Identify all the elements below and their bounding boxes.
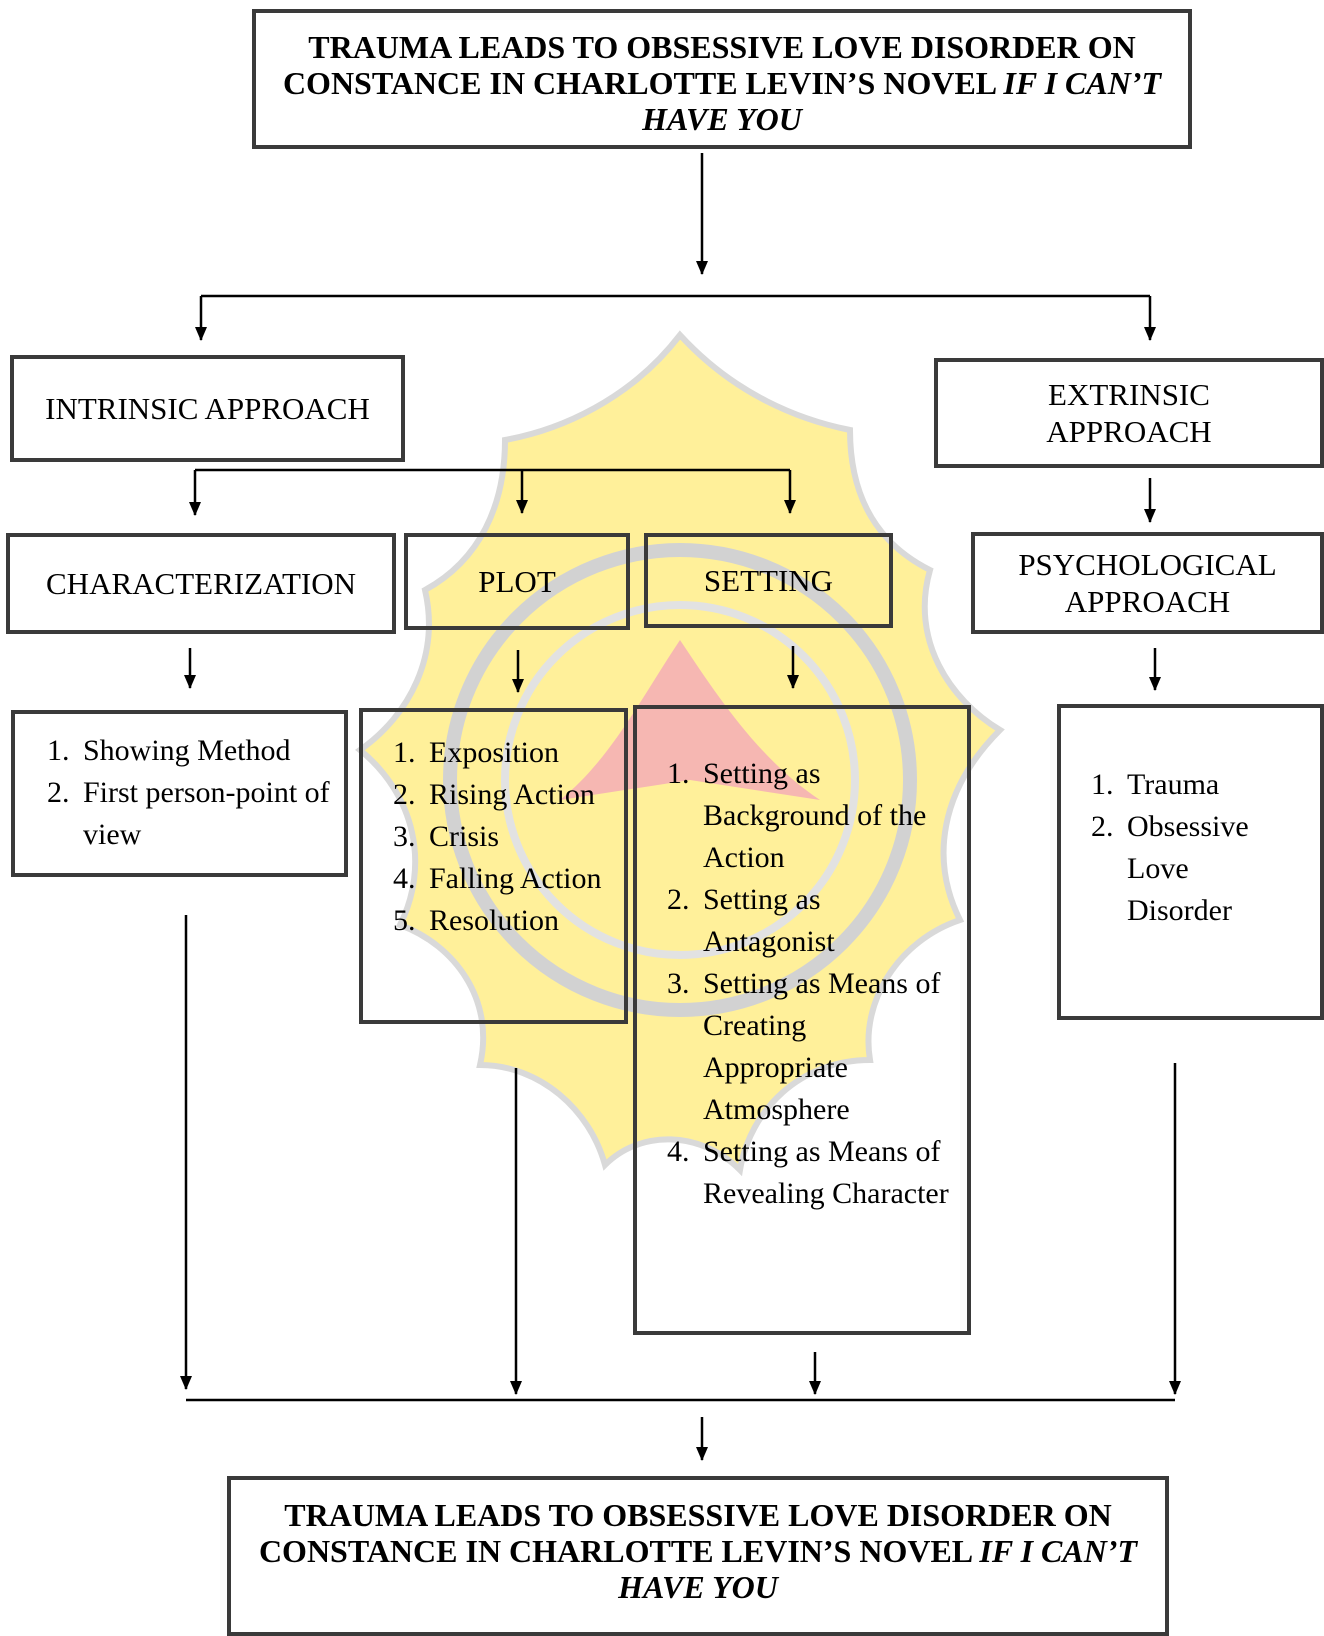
characterization-label: CHARACTERIZATION bbox=[46, 566, 356, 601]
title-line-3-italic: HAVE YOU bbox=[642, 101, 802, 137]
list-item: Trauma bbox=[1121, 764, 1270, 806]
title-line-2-normal: CONSTANCE IN CHARLOTTE LEVIN’S NOVEL bbox=[282, 65, 1004, 101]
list-item: Setting as Means of Creating Appropriate… bbox=[697, 963, 957, 1131]
list-item: Exposition bbox=[423, 732, 618, 774]
characterization-list: Showing Method First person-point of vie… bbox=[15, 730, 344, 856]
characterization-list-box: Showing Method First person-point of vie… bbox=[11, 710, 348, 877]
list-item: First person-point of view bbox=[77, 772, 336, 856]
extrinsic-approach-box: EXTRINSIC APPROACH bbox=[934, 358, 1324, 468]
list-item: Setting as Antagonist bbox=[697, 879, 957, 963]
list-item: Crisis bbox=[423, 816, 618, 858]
plot-label: PLOT bbox=[478, 564, 556, 599]
watermark-ring bbox=[443, 543, 917, 1017]
list-item: Setting as Background of the Action bbox=[697, 753, 957, 879]
psychological-approach-label-1: PSYCHOLOGICAL bbox=[1018, 547, 1277, 582]
title-line-2-italic: IF I CAN’T bbox=[1003, 65, 1162, 101]
plot-list: Exposition Rising Action Crisis Falling … bbox=[363, 732, 624, 942]
list-item: Falling Action bbox=[423, 858, 618, 900]
extrinsic-approach-label-1: EXTRINSIC bbox=[1048, 377, 1210, 412]
title-box: TRAUMA LEADS TO OBSESSIVE LOVE DISORDER … bbox=[252, 9, 1192, 149]
conclusion-line-2-italic: IF I CAN’T bbox=[979, 1533, 1138, 1569]
setting-box: SETTING bbox=[644, 533, 893, 628]
conclusion-box: TRAUMA LEADS TO OBSESSIVE LOVE DISORDER … bbox=[227, 1476, 1169, 1636]
title-line-1: TRAUMA LEADS TO OBSESSIVE LOVE DISORDER … bbox=[308, 29, 1136, 65]
plot-box: PLOT bbox=[404, 533, 630, 630]
conclusion-line-3: HAVE YOU bbox=[618, 1569, 778, 1605]
conclusion-line-3-italic: HAVE YOU bbox=[618, 1569, 778, 1605]
setting-list: Setting as Background of the Action Sett… bbox=[637, 753, 967, 1215]
characterization-box: CHARACTERIZATION bbox=[6, 533, 396, 634]
list-item: Resolution bbox=[423, 900, 618, 942]
setting-list-box: Setting as Background of the Action Sett… bbox=[633, 705, 971, 1335]
title-line-3: HAVE YOU bbox=[642, 101, 802, 137]
psychological-approach-box: PSYCHOLOGICAL APPROACH bbox=[971, 532, 1324, 634]
list-item: Obsessive Love Disorder bbox=[1121, 806, 1270, 932]
extrinsic-approach-label-2: APPROACH bbox=[1046, 414, 1212, 449]
intrinsic-approach-label: INTRINSIC APPROACH bbox=[45, 391, 370, 426]
list-item: Rising Action bbox=[423, 774, 618, 816]
watermark-inner-ring bbox=[501, 601, 859, 959]
psychological-list-box: Trauma Obsessive Love Disorder bbox=[1057, 704, 1324, 1020]
conclusion-line-1: TRAUMA LEADS TO OBSESSIVE LOVE DISORDER … bbox=[284, 1497, 1112, 1533]
list-item: Showing Method bbox=[77, 730, 336, 772]
list-item: Setting as Means of Revealing Character bbox=[697, 1131, 957, 1215]
plot-list-box: Exposition Rising Action Crisis Falling … bbox=[359, 708, 628, 1024]
conclusion-line-2-normal: CONSTANCE IN CHARLOTTE LEVIN’S NOVEL bbox=[258, 1533, 980, 1569]
intrinsic-approach-box: INTRINSIC APPROACH bbox=[10, 355, 405, 462]
conclusion-line-2: CONSTANCE IN CHARLOTTE LEVIN’S NOVEL IF … bbox=[259, 1533, 1137, 1569]
psychological-approach-label-2: APPROACH bbox=[1064, 584, 1231, 619]
setting-label: SETTING bbox=[703, 563, 834, 598]
psychological-list: Trauma Obsessive Love Disorder bbox=[1061, 764, 1320, 932]
title-line-2: CONSTANCE IN CHARLOTTE LEVIN’S NOVEL IF … bbox=[283, 65, 1161, 101]
